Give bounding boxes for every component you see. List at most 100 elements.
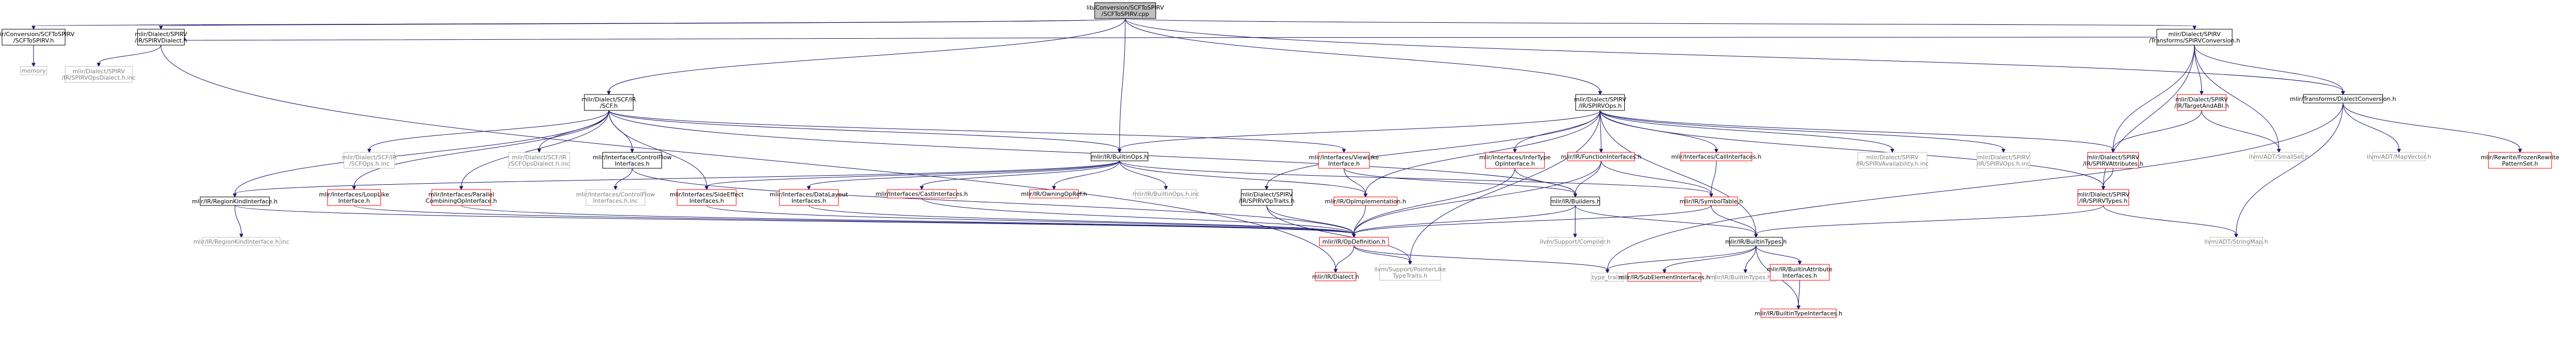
edge-builders-to-builtintypes [1575,205,1758,238]
edge-spirvopsh-to-spirvavail [1600,110,1894,153]
node-targetandabi[interactable]: mlir/Dialect/SPIRV/IR/TargetAndABI.h [2174,94,2229,111]
node-spirvtypes[interactable]: mlir/Dialect/SPIRV/IR/SPIRVTypes.h [2077,189,2130,206]
node-spirvattrs[interactable]: mlir/Dialect/SPIRV/IR/SPIRVAttributes.h [2083,152,2143,169]
edge-root-to-scfh [607,18,1126,96]
node-root: lib/Conversion/SCFToSPIRV/SCFToSPIRV.cpp [1087,2,1164,19]
edge-builtinops-to-castinterfaces [919,160,1120,191]
node-label: memory [21,67,46,74]
node-builders[interactable]: mlir/IR/Builders.h [1550,196,1600,206]
node-smallset: llvm/ADT/SmallSet.h [2249,152,2309,161]
node-builtintypeif[interactable]: mlir/IR/BuiltinTypeInterfaces.h [1755,308,1842,318]
node-spirvopsh[interactable]: mlir/Dialect/SPIRV/IR/SPIRVOps.h [1574,94,1626,111]
node-box [2372,152,2426,161]
node-compilerh: llvm/Support/Compiler.h [1540,237,1610,246]
node-label: mlir/IR/BuiltinTypes.h.inc [1709,274,1781,281]
edge-symboltable-to-builtintypes [1711,205,1758,238]
node-symboltable[interactable]: mlir/IR/SymbolTable.h [1679,196,1743,206]
node-box [1333,196,1398,206]
node-scfh[interactable]: mlir/Dialect/SCF/IR/SCF.h [582,94,636,111]
node-box [779,189,839,206]
node-regionkindinc: mlir/IR/RegionKindInterface.h.inc [193,237,289,246]
node-box [1575,94,1625,111]
node-label: mlir/Interfaces/CallInterfaces.h [1672,153,1762,160]
node-owningopref[interactable]: mlir/IR/OwningOpRef.h [1021,189,1087,199]
node-label: TypeTraits.h [1392,272,1427,279]
edge-spirvopsh-to-builtinops [1117,110,1601,153]
edge-spirvoptraits-to-opdefinition [1266,205,1356,238]
node-label: mlir/IR/Builders.h [1550,198,1600,205]
node-functioninterfaces[interactable]: mlir/IR/FunctionInterfaces.h [1561,152,1642,161]
edge-root-to-spirvopsh [1125,18,1603,96]
node-castinterfaces[interactable]: mlir/Interfaces/CastInterfaces.h [876,189,968,199]
edge-scftospirvh-to-memory [31,45,36,67]
edge-root-to-spirvconv [1125,18,2197,30]
node-spirvconv[interactable]: mlir/Dialect/SPIRV/Transforms/SPIRVConve… [2149,29,2240,46]
node-spirvdialect[interactable]: mlir/Dialect/SPIRV/IR/SPIRVDialect.h [135,29,187,46]
node-box [1379,264,1441,281]
node-builtinops[interactable]: mlir/IR/BuiltinOps.h [1090,152,1149,161]
node-opdefinition[interactable]: mlir/IR/OpDefinition.h [1319,237,1389,246]
node-box [137,29,185,46]
edge-spirvopsh-to-builtintypes [1600,110,1758,238]
node-label: lib/Conversion/SCFToSPIRV [1087,4,1164,11]
node-label: mlir/Interfaces/Parallel [428,191,494,198]
node-opimpl[interactable]: mlir/IR/OpImplementation.h [1325,196,1406,206]
node-scftospirvh[interactable]: mlir/Conversion/SCFToSPIRV/SCFToSPIRV.h [0,29,75,46]
node-label: mlir/Interfaces/CastInterfaces.h [876,191,968,197]
edge-scfh-to-builtinops [608,110,1122,153]
edge-scfh-to-viewlike [608,110,1346,153]
node-scfopsdialectinc: mlir/Dialect/SCF/IR/SCFOpsDialect.h.inc [508,152,570,169]
node-box [65,66,133,83]
node-label: mlir/Dialect/SPIRV [1240,191,1293,198]
node-box [1627,272,1702,282]
node-label: /IR/SPIRVOpsDialect.h.inc [62,74,135,81]
node-box [2303,94,2383,104]
node-typetraits: type_traits [1591,272,1624,282]
node-label: /SCF.h [600,102,617,109]
edge-builtinops-to-owningopref [1052,160,1120,191]
node-dialectconv[interactable]: mlir/Transforms/DialectConversion.h [2290,94,2396,104]
node-box [2078,189,2129,206]
node-regionkind[interactable]: mlir/IR/RegionKindInterface.h [192,196,278,206]
node-label: mlir/IR/SubElementInterfaces.h [1619,274,1710,281]
node-dialecth[interactable]: mlir/IR/Dialect.h [1312,272,1359,281]
node-label: llvm/ADT/MapVector.h [2367,153,2431,160]
edge-builtintypes-to-typetraits [1605,245,1756,274]
edge-viewlike-to-opimpl [1343,168,1368,198]
node-callinterfaces[interactable]: mlir/Interfaces/CallInterfaces.h [1672,152,1762,161]
node-label: mlir/Dialect/SCF/IR [342,154,397,161]
node-label: mlir/Interfaces/ViewLike [1309,154,1379,161]
edge-spirvopsh-to-spirvopshinc [1600,110,2006,153]
edge-scfh-to-parallelcomb [459,110,609,191]
node-scfopshinc: mlir/Dialect/SCF/IR/SCFOps.h.inc [342,152,397,169]
node-spirvoptraits[interactable]: mlir/Dialect/SPIRV/IR/SPIRVOpTraits.h [1239,189,1295,206]
node-subelement[interactable]: mlir/IR/SubElementInterfaces.h [1619,272,1710,282]
node-box [2254,152,2304,161]
node-builtintypes[interactable]: mlir/IR/BuiltinTypes.h [1725,237,1787,246]
node-label: mlir/Dialect/SPIRV [2175,96,2228,103]
node-label: /SCFOpsDialect.h.inc [509,160,570,167]
node-parallelcomb[interactable]: mlir/Interfaces/ParallelCombiningOpInter… [426,189,497,206]
node-box [1550,196,1600,206]
node-label: mlir/Interfaces/ControlFlow [576,191,655,198]
node-mapvector: llvm/ADT/MapVector.h [2367,152,2431,161]
edge-spirvopsh-to-pointerlike [1408,110,1601,265]
node-label: mlir/Dialect/SPIRV [73,68,125,75]
node-label: mlir/Dialect/SCF/IR [512,154,566,161]
node-label: mlir/Rewrite/FrozenRewrite [2481,154,2560,161]
edge-spirvconv-to-dialectconv [2194,45,2345,96]
node-label: mlir/IR/SymbolTable.h [1679,198,1743,205]
edge-sideeffect-to-opdefinition [706,205,1356,238]
node-label: mlir/Interfaces/ControlFlow [593,154,672,161]
node-label: Interfaces.h [1782,272,1817,279]
